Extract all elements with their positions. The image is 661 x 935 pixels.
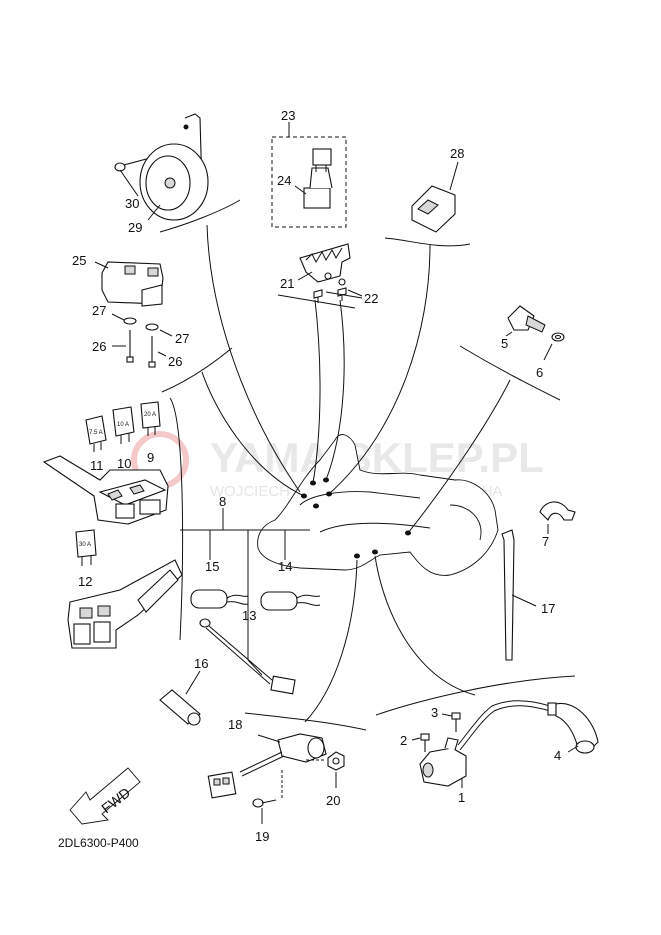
callout-11: 11 <box>90 458 104 473</box>
callout-8: 8 <box>219 494 226 509</box>
callout-10: 10 <box>117 456 131 471</box>
fuse-11-rating: 7.5 A <box>89 430 103 436</box>
callout-27a: 27 <box>92 303 106 318</box>
callout-12: 12 <box>78 574 92 589</box>
callout-1: 1 <box>458 790 465 805</box>
group-brackets <box>159 199 576 731</box>
callout-16: 16 <box>194 656 208 671</box>
callout-26b: 26 <box>168 354 182 369</box>
connector-dot <box>354 553 360 559</box>
horn <box>139 113 209 221</box>
fuse-box-lower <box>67 559 183 649</box>
bolt-19: 19 <box>252 770 283 844</box>
connector-dot <box>313 503 319 509</box>
callout-13: 13 <box>242 608 256 623</box>
fuse-12-rating: 30 A <box>79 542 91 548</box>
leader-curves <box>201 224 511 723</box>
connector-28: 28 <box>411 146 464 233</box>
callout-19: 19 <box>255 829 269 844</box>
callout-14: 14 <box>278 559 292 574</box>
callout-20: 20 <box>326 793 340 808</box>
diagram-code: 2DL6300-P400 <box>58 836 139 850</box>
fwd-arrow: FWD <box>69 767 141 825</box>
horn-screw <box>114 157 151 172</box>
callout-30: 30 <box>125 196 139 211</box>
fuses-upper: 7.5 A 10 A 20 A 11 10 9 <box>85 401 161 473</box>
callout-22: 22 <box>364 291 378 306</box>
clamp-7: 7 <box>539 501 576 549</box>
lead-14: 14 <box>260 559 321 611</box>
ignition-coil-1: 1 <box>419 700 551 805</box>
nut-20: 20 <box>306 751 345 808</box>
callout-26a: 26 <box>92 339 106 354</box>
tube-16: 16 <box>159 656 208 726</box>
washer-6: 6 <box>536 332 565 380</box>
fuse-10-rating: 10 A <box>117 422 129 428</box>
callout-2: 2 <box>400 733 407 748</box>
screws-26: 26 26 <box>92 330 182 369</box>
sensor-5: 5 <box>501 305 546 351</box>
callout-18: 18 <box>228 717 242 732</box>
relay <box>303 148 333 209</box>
callout-7: 7 <box>542 534 549 549</box>
callout-21: 21 <box>280 276 294 291</box>
sensor-bracket-18: 18 <box>207 717 327 799</box>
callout-5: 5 <box>501 336 508 351</box>
bolts-22: 22 <box>313 287 378 306</box>
callout-3: 3 <box>431 705 438 720</box>
fuse-9-rating: 20 A <box>144 412 156 418</box>
callout-25: 25 <box>72 253 86 268</box>
plug-cap-4: 4 <box>547 702 599 763</box>
washers-27: 27 27 <box>92 303 189 346</box>
fuse-10: 10 A <box>112 406 135 444</box>
cable-tie-17: 17 <box>501 529 555 661</box>
callout-28: 28 <box>450 146 464 161</box>
fuse-11: 7.5 A <box>85 415 107 452</box>
callout-6: 6 <box>536 365 543 380</box>
sub-harness-13: 13 <box>199 608 296 695</box>
callout-27b: 27 <box>175 331 189 346</box>
callout-24: 24 <box>277 173 291 188</box>
connector-dot <box>372 549 378 555</box>
callout-23: 23 <box>281 108 295 123</box>
fuse-9: 20 A <box>140 401 161 436</box>
callout-17: 17 <box>541 601 555 616</box>
harness-leaders <box>180 508 310 676</box>
bolt-2: 2 <box>400 733 430 752</box>
lead-15: 15 <box>190 559 249 609</box>
callout-4: 4 <box>554 748 561 763</box>
relay-assembly: 23 24 <box>271 108 347 228</box>
unit-25: 25 <box>72 253 164 307</box>
relay-bracket: 21 <box>280 243 351 291</box>
horn-assembly: 30 29 <box>114 113 209 235</box>
fuse-12: 30 A 12 <box>75 529 97 589</box>
bolt-3: 3 <box>431 705 461 732</box>
callout-9: 9 <box>147 450 154 465</box>
callout-29: 29 <box>128 220 142 235</box>
callout-15: 15 <box>205 559 219 574</box>
fuse-box-upper <box>42 455 169 525</box>
